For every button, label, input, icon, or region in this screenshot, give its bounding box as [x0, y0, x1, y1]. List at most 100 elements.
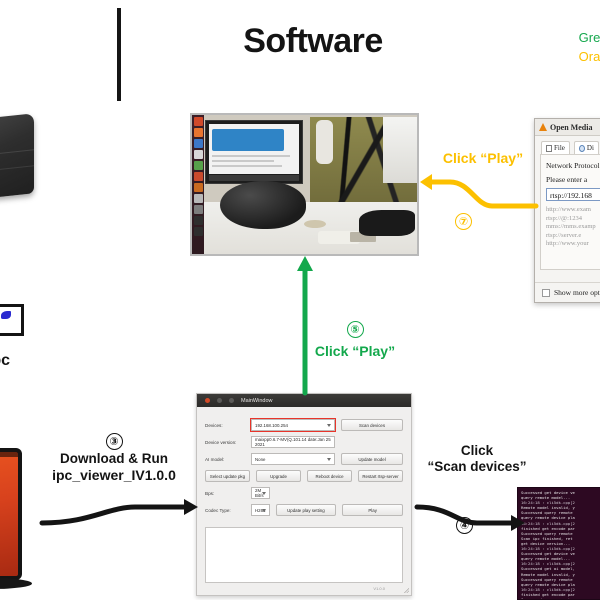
device-version-field: maixpp0.6.7-MV(Q.101.14 date:Jan 25 2021 [251, 436, 335, 448]
show-more-options-label: Show more optio [554, 288, 600, 297]
codec-type-combobox[interactable]: H265 [251, 504, 270, 516]
show-more-options-checkbox[interactable] [542, 288, 550, 297]
step3-line2: ipc_viewer_IV1.0.0 [52, 467, 176, 483]
devices-value: 192.168.100.254 [255, 422, 288, 428]
mw-form: Devices: 192.168.100.254 Scan devices De… [197, 407, 411, 524]
devices-label: Devices: [205, 422, 223, 428]
mw-playback-settings: Bps: 2M Bit/s Codec Type: H265 [205, 487, 403, 516]
maximize-icon[interactable] [229, 398, 234, 403]
terminal-line: Successed get ai model, [521, 566, 575, 572]
chevron-down-icon [327, 457, 331, 461]
vlc-tab-disc[interactable]: Di [573, 141, 599, 154]
bps-label: Bps: [205, 490, 215, 496]
preview-white-tube [316, 120, 333, 164]
vlc-tab-file[interactable]: File [541, 141, 570, 154]
devices-combobox[interactable]: 192.168.100.254 [250, 418, 336, 432]
step4-line1: Click [460, 443, 494, 458]
close-icon[interactable] [205, 398, 210, 403]
mw-version-label: V1.0.0 [373, 586, 385, 591]
preview-line [212, 165, 282, 167]
reboot-device-button[interactable]: Reboot device [307, 470, 352, 482]
disc-icon [578, 144, 585, 152]
update-model-button[interactable]: Update model [341, 453, 403, 465]
terminal-line: query remote device pla [521, 581, 575, 587]
vlc-url-input[interactable]: rtsp://192.168 [546, 188, 600, 201]
arrow-step-4 [414, 504, 525, 531]
vlc-example-urls: http://www.exam rtsp://@:1234 mms://mms.… [546, 206, 600, 249]
annotation-step-7: Click “Play” [430, 150, 536, 166]
vlc-example-url: http://www.exam [546, 206, 591, 213]
terminal-line: Successed query remote [521, 510, 573, 516]
step5-line1: Click “Play” [314, 343, 396, 359]
restart-rtsp-server-button[interactable]: Restart rtsp-server [358, 470, 403, 482]
arrow-step-5 [297, 256, 313, 396]
select-update-pkg-button[interactable]: Select update pkg [205, 470, 250, 482]
preview-usb-connector [350, 232, 376, 242]
vlc-hint-label: Please enter a [546, 175, 588, 184]
ipc-viewer-main-window[interactable]: MainWindow Devices: 192.168.100.254 Scan… [196, 393, 412, 596]
preview-pad [304, 220, 326, 228]
preview-taskbar [209, 175, 299, 181]
terminal-line: Successed query remote [521, 596, 573, 600]
step7-line1: Click “Play” [442, 150, 524, 166]
preview-usb-device [318, 231, 360, 244]
upgrade-button[interactable]: Upgrade [256, 470, 301, 482]
legend-orange-label: Orange [578, 49, 600, 64]
vlc-tab-file-label: File [554, 144, 565, 152]
codec-type-label: Codec Type: [205, 507, 231, 513]
codec-type-value: H265 [255, 507, 266, 513]
preview-unity-launcher [192, 115, 204, 254]
step-number-7-wrap: ⑦ [455, 212, 472, 230]
terminal-line: 16:24:18 : cli5dk.cpp[2 [521, 561, 575, 567]
vlc-network-panel: Network Protocol Please enter a rtsp://1… [540, 154, 600, 270]
ai-model-label: AI model: [205, 456, 225, 462]
chevron-down-icon [261, 508, 266, 512]
vlc-open-media-dialog[interactable]: Open Media File Di Network Protocol Plea… [534, 118, 600, 303]
step3-line1: Download & Run [60, 451, 168, 466]
minimize-icon[interactable] [217, 398, 222, 403]
file-icon [546, 144, 552, 152]
step-number-7: ⑦ [455, 213, 472, 230]
mw-window-title: MainWindow [241, 397, 273, 404]
bps-value: 2M Bit/s [255, 488, 264, 498]
terminal-line: Successed get device ve [521, 551, 575, 557]
terminal-line: 16:24:18 : cli5dk.cpp[2 [521, 546, 575, 552]
annotation-step-4: Click “Scan devices” [424, 443, 530, 475]
page-title: Software [243, 22, 383, 60]
vlc-example-url: rtsp://@:1234 [546, 214, 582, 222]
step-number-4: ④ [456, 517, 473, 534]
resize-grip-icon[interactable] [403, 587, 409, 593]
legend: Green Orange [579, 28, 600, 66]
terminal-line: 16:24:18 : cli5dk.cpp[2 [521, 520, 575, 526]
scan-devices-button[interactable]: Scan devices [341, 419, 403, 431]
mw-action-buttons: Select update pkg Upgrade Reboot device … [205, 470, 403, 482]
terminal-line: Successed get device ve [521, 490, 575, 495]
chevron-down-icon [261, 491, 266, 495]
app-window-icon [0, 304, 24, 336]
vlc-example-url: rtsp://server.e [546, 231, 582, 239]
mw-row-codec: Codec Type: H265 [205, 504, 270, 516]
monitor-screen [0, 452, 18, 576]
mw-log-textarea[interactable] [205, 527, 403, 583]
bps-combobox[interactable]: 2M Bit/s [251, 487, 270, 499]
ai-model-combobox[interactable]: None [251, 453, 335, 465]
vlc-dialog-title: Open Media [550, 122, 593, 132]
mw-playback-buttons: Update play setting Play [275, 487, 403, 516]
terminal-line: 16:24:18 : cli5dk.cpp[2 [521, 500, 575, 506]
play-button[interactable]: Play [342, 504, 403, 516]
header-divider [117, 8, 121, 101]
vlc-section-label: Network Protocol [546, 161, 600, 170]
vlc-example-url: http://www.your [546, 240, 589, 247]
rtsp-stream-preview [190, 113, 419, 256]
terminal-line: 16:24:18 : cli5dk.cpp[2 [521, 586, 575, 592]
terminal-line: Remote model invalid, y [521, 505, 575, 511]
app-blob-icon [1, 311, 11, 319]
chevron-down-icon [327, 423, 331, 427]
terminal-line: Remote model invalid, y [521, 571, 575, 577]
terminal-line: Successed query remote [521, 530, 573, 536]
mw-row-device-version: Device version: maixpp0.6.7-MV(Q.101.14 … [205, 436, 403, 448]
update-play-setting-button[interactable]: Update play setting [275, 504, 337, 516]
terminal-line: Successed query remote [521, 576, 573, 582]
